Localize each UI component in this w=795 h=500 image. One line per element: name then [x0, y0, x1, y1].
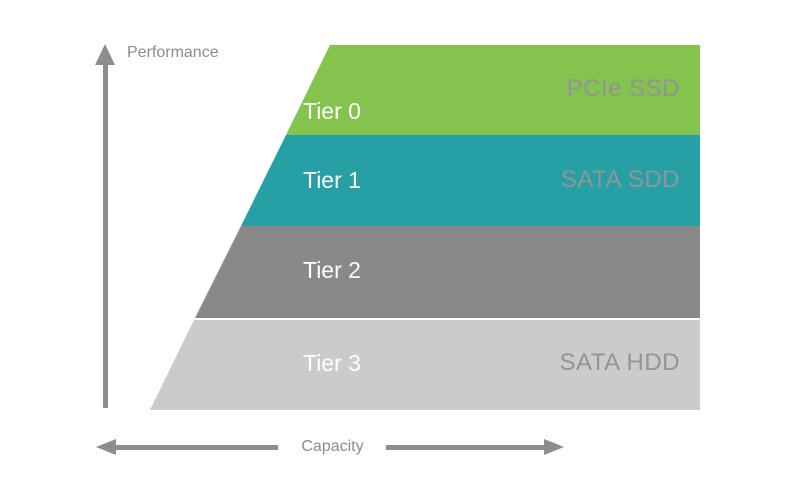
- capacity-arrow-left-icon: [96, 439, 116, 455]
- capacity-axis-label: Capacity: [301, 438, 364, 455]
- capacity-axis-line-right: [386, 445, 546, 450]
- tier-2-label: Tier 2: [303, 257, 361, 283]
- performance-axis-label: Performance: [127, 44, 219, 61]
- capacity-arrow-right-icon: [544, 439, 564, 455]
- capacity-axis-line-left: [114, 445, 278, 450]
- tier-3-band: [150, 320, 700, 410]
- tier-0-band: [286, 45, 700, 135]
- tier-0-label: Tier 0: [303, 98, 361, 124]
- tier-3-label: Tier 3: [303, 350, 361, 376]
- performance-arrow-up-icon: [95, 44, 115, 65]
- tier-3-tech-label: SATA HDD: [559, 349, 680, 376]
- tier-0-tech-label: PCIe SSD: [566, 75, 680, 102]
- tier-1-band: [241, 135, 700, 226]
- tier-1-tech-label: SATA SDD: [560, 166, 680, 193]
- tier-1-label: Tier 1: [303, 167, 361, 193]
- tier-2-band: [195, 226, 700, 318]
- performance-axis-line: [103, 58, 108, 408]
